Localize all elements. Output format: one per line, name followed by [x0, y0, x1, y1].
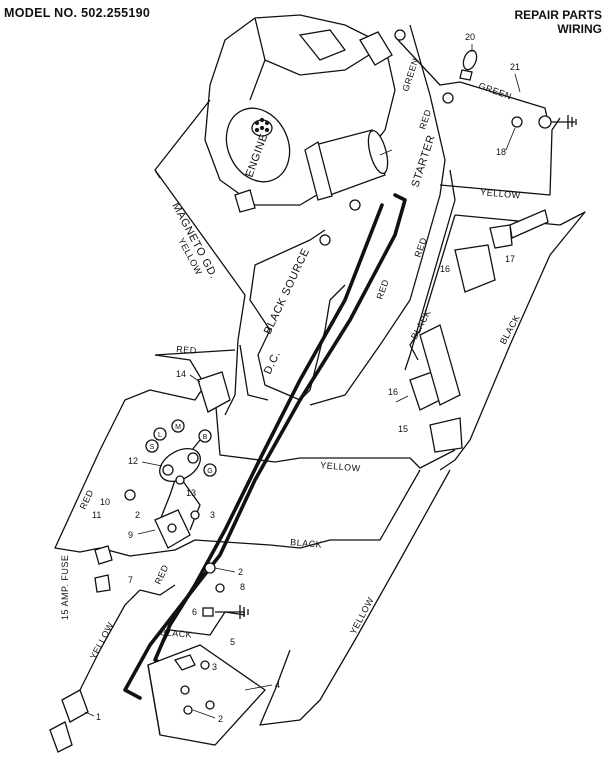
wire-label-red-mid: RED [176, 344, 197, 356]
wire-label-yellow-middle: YELLOW [320, 460, 361, 473]
part-number-callouts: 1 2 2 2 3 3 4 5 6 7 8 9 10 11 12 13 14 1… [84, 32, 521, 724]
bolt-10 [124, 489, 136, 501]
terminal-m: M [175, 424, 181, 431]
nut-2-middle [204, 562, 216, 574]
fuse-label: 15 AMP. FUSE [60, 555, 70, 620]
harness-connector[interactable] [49, 545, 113, 753]
green-plug [394, 29, 406, 41]
callout-12: 12 [128, 456, 138, 466]
red-wire-upper [309, 24, 446, 406]
wire-label-yellow-bottom: YELLOW [348, 595, 376, 635]
black-source-label: BLACK SOURCE [262, 247, 312, 337]
terminal-s: S [150, 444, 155, 451]
ignition-terminals: S M L B G [145, 419, 217, 477]
callout-18: 18 [496, 147, 506, 157]
interlock-switch[interactable] [454, 209, 549, 293]
headlight-bulb[interactable] [459, 49, 479, 81]
callout-16-upper: 16 [440, 264, 450, 274]
main-harness-frame [54, 354, 421, 557]
callout-15: 15 [398, 424, 408, 434]
wire-label-black-battery: BLACK [160, 627, 193, 640]
battery[interactable] [147, 644, 266, 746]
callout-6: 6 [192, 607, 197, 617]
wire-label-black-lower: BLACK [290, 537, 323, 550]
screw-3-lower [200, 660, 210, 670]
fuse[interactable] [94, 574, 111, 593]
junction-block[interactable] [197, 371, 231, 413]
callout-17: 17 [505, 254, 515, 264]
callout-10: 10 [100, 497, 110, 507]
terminal-b: B [203, 434, 208, 441]
ground-connector[interactable] [511, 115, 577, 129]
wire-label-yellow-top: YELLOW [88, 620, 116, 660]
green-terminal [442, 92, 454, 104]
dc-label: D.C. [262, 349, 283, 376]
magneto-harness [154, 99, 246, 416]
green-wire [397, 39, 549, 123]
black-source-harness [249, 229, 346, 401]
callout-2-upper: 2 [135, 510, 140, 520]
ignition-switch[interactable] [154, 442, 206, 488]
wire-label-red-starter: RED [417, 108, 433, 131]
callout-16-lower: 16 [388, 387, 398, 397]
wire-label-green-b: GREEN [477, 80, 513, 101]
callout-8: 8 [240, 582, 245, 592]
wire-label-green-a: GREEN [400, 57, 420, 93]
yellow-wire-middle [214, 394, 456, 469]
magneto-connector [319, 234, 331, 246]
nut-2-lower [183, 705, 193, 715]
yellow-wire-left [71, 589, 141, 706]
model-number: MODEL NO. 502.255190 [4, 6, 151, 20]
wire-label-yellow-right: YELLOW [480, 187, 521, 200]
callout-3-upper: 3 [210, 510, 215, 520]
yellow-wire-bottom [259, 469, 451, 726]
seat-switch[interactable] [409, 324, 463, 453]
diagram-title: REPAIR PARTS WIRING [514, 8, 602, 36]
screw-3-upper [190, 510, 200, 520]
callout-20: 20 [465, 32, 475, 42]
callout-11: 11 [92, 510, 101, 520]
ground-symbol [215, 605, 249, 619]
yellow-wire-top [439, 117, 561, 196]
callout-4: 4 [275, 680, 280, 690]
wire-label-red-main: RED [374, 278, 390, 301]
wire-label-red-right: RED [412, 236, 428, 259]
washer-8 [215, 583, 225, 593]
battery-cable-red [123, 193, 407, 700]
callout-2-middle: 2 [238, 567, 243, 577]
wire-label-red-bottom: RED [153, 563, 171, 586]
callout-21: 21 [510, 62, 520, 72]
wire-label-black-right: BLACK [498, 313, 522, 346]
yellow-wire-right [439, 211, 586, 471]
callout-9: 9 [128, 530, 133, 540]
callout-7: 7 [128, 575, 133, 585]
black-ground-wire [154, 611, 246, 661]
terminal-g: G [207, 468, 212, 475]
callout-13: 13 [186, 488, 196, 498]
battery-cable-black [153, 203, 384, 670]
callout-3-lower: 3 [212, 662, 217, 672]
starter-label: STARTER [409, 133, 437, 189]
callout-2-lower: 2 [218, 714, 223, 724]
callout-5: 5 [230, 637, 235, 647]
callout-1: 1 [96, 712, 101, 722]
title-line-1: REPAIR PARTS [514, 8, 602, 22]
title-line-2: WIRING [557, 22, 602, 36]
callout-14: 14 [176, 369, 186, 379]
terminal-l: L [158, 432, 162, 439]
engine[interactable]: ENGINE [204, 14, 396, 213]
starter-solenoid[interactable] [154, 509, 191, 549]
